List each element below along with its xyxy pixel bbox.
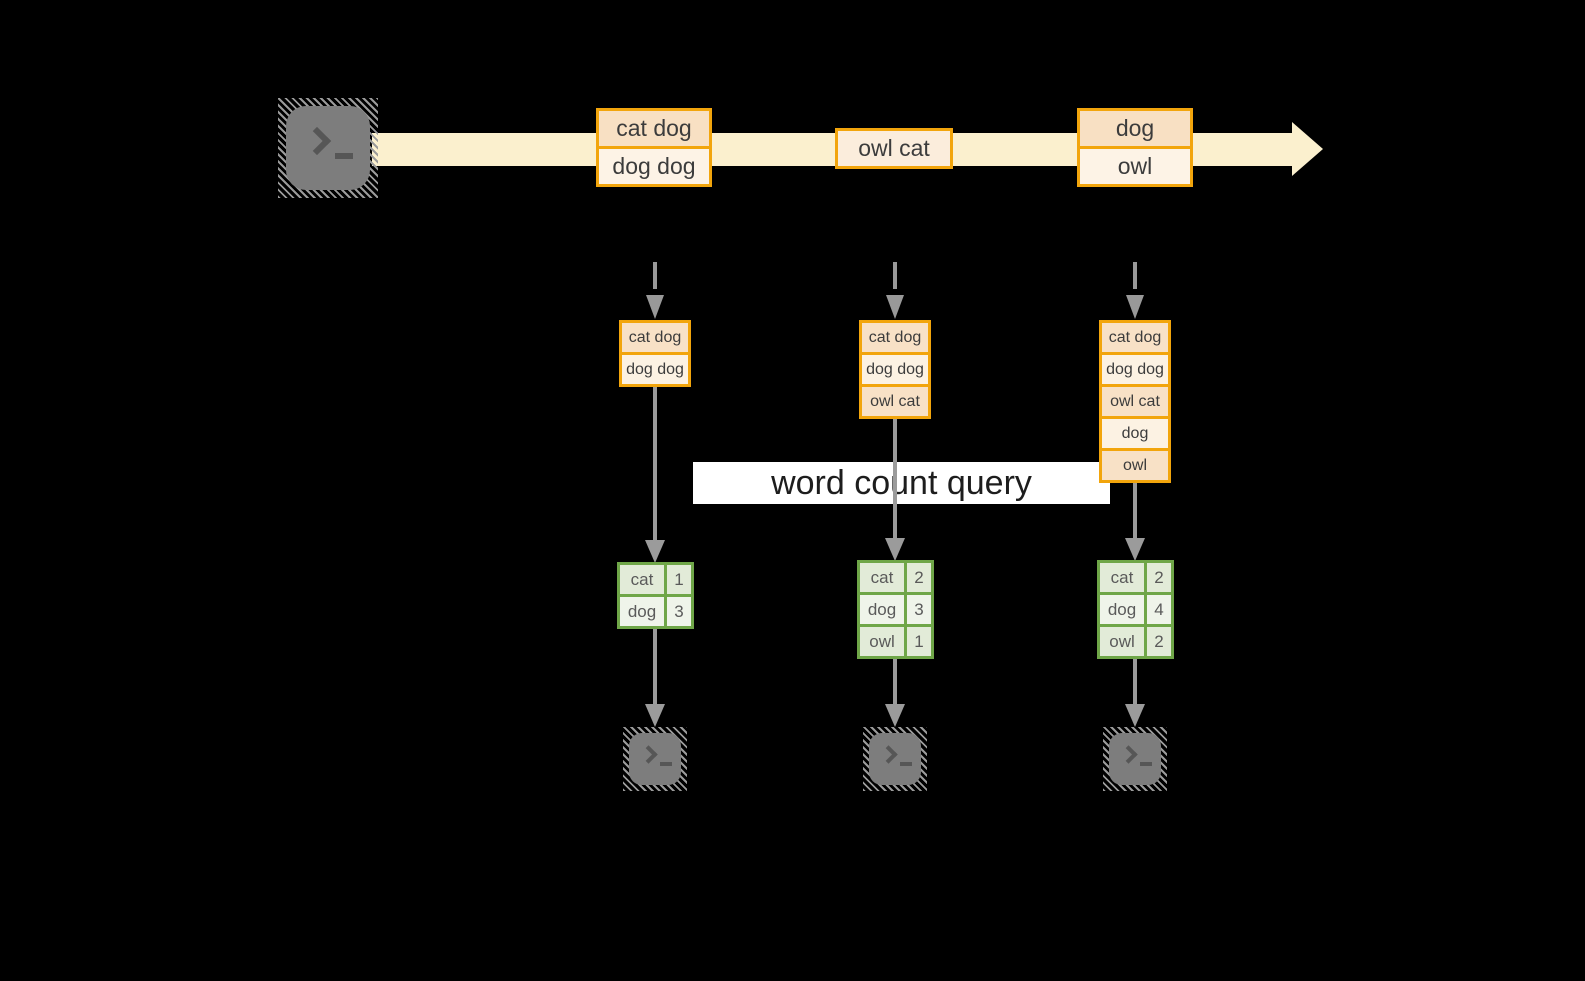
record-cell: owl cat — [862, 387, 928, 416]
record-cell: cat dog — [862, 323, 928, 352]
timeline-arrowhead-icon — [1292, 122, 1323, 176]
dashed-arrow-line — [1133, 262, 1137, 289]
event-cell: owl cat — [838, 131, 950, 166]
event-cell: dog dog — [599, 149, 709, 184]
record-stack: cat dog dog dog — [619, 320, 691, 387]
query-banner: word count query — [693, 462, 1110, 504]
count-value-cell: 1 — [907, 627, 931, 656]
flow-arrowhead-icon — [1125, 538, 1145, 561]
record-cell: owl cat — [1102, 387, 1168, 416]
flow-arrowhead-icon — [885, 538, 905, 561]
prompt-cursor-icon — [335, 153, 353, 159]
count-value-cell: 3 — [907, 595, 931, 624]
count-table: cat 2 dog 3 owl 1 — [857, 560, 934, 659]
record-cell: dog dog — [1102, 355, 1168, 384]
dashed-arrowhead-icon — [1126, 295, 1144, 319]
terminal-screen — [629, 733, 681, 785]
prompt-cursor-icon — [900, 762, 912, 766]
prompt-chevron-icon — [639, 745, 658, 764]
count-row: owl 2 — [1100, 627, 1171, 656]
count-word-cell: dog — [1100, 595, 1144, 624]
record-stack: cat dog dog dog owl cat — [859, 320, 931, 419]
count-value-cell: 3 — [667, 597, 691, 626]
timeline-event-box: dog owl — [1077, 108, 1193, 187]
count-value-cell: 4 — [1147, 595, 1171, 624]
terminal-screen — [869, 733, 921, 785]
count-word-cell: owl — [860, 627, 904, 656]
count-word-cell: owl — [1100, 627, 1144, 656]
record-cell: dog dog — [622, 355, 688, 384]
count-value-cell: 2 — [1147, 627, 1171, 656]
event-cell: owl — [1080, 149, 1190, 184]
flow-arrowhead-icon — [1125, 704, 1145, 727]
count-word-cell: dog — [620, 597, 664, 626]
count-word-cell: cat — [620, 565, 664, 594]
count-value-cell: 2 — [1147, 563, 1171, 592]
count-row: cat 1 — [620, 565, 691, 594]
count-value-cell: 2 — [907, 563, 931, 592]
record-cell: dog dog — [862, 355, 928, 384]
flow-arrowhead-icon — [645, 704, 665, 727]
terminal-icon — [623, 727, 687, 791]
count-table: cat 1 dog 3 — [617, 562, 694, 629]
timeline-event-box: cat dog dog dog — [596, 108, 712, 187]
prompt-chevron-icon — [302, 126, 332, 156]
terminal-icon — [1103, 727, 1167, 791]
dashed-arrow-line — [893, 262, 897, 289]
dashed-arrowhead-icon — [646, 295, 664, 319]
flow-arrow-line — [1133, 658, 1137, 704]
flow-arrow-line — [893, 418, 897, 538]
terminal-icon — [278, 98, 378, 198]
prompt-chevron-icon — [1119, 745, 1138, 764]
dashed-arrow-line — [653, 262, 657, 289]
terminal-icon — [863, 727, 927, 791]
count-row: cat 2 — [1100, 563, 1171, 592]
flow-arrow-line — [653, 385, 657, 540]
record-cell: cat dog — [622, 323, 688, 352]
count-row: cat 2 — [860, 563, 931, 592]
count-row: owl 1 — [860, 627, 931, 656]
flow-arrow-line — [1133, 482, 1137, 538]
event-cell: cat dog — [599, 111, 709, 146]
count-row: dog 3 — [860, 595, 931, 624]
record-cell: cat dog — [1102, 323, 1168, 352]
record-stack: cat dog dog dog owl cat dog owl — [1099, 320, 1171, 483]
record-cell: dog — [1102, 419, 1168, 448]
count-word-cell: dog — [860, 595, 904, 624]
count-row: dog 3 — [620, 597, 691, 626]
prompt-cursor-icon — [1140, 762, 1152, 766]
prompt-cursor-icon — [660, 762, 672, 766]
count-value-cell: 1 — [667, 565, 691, 594]
terminal-screen — [286, 106, 370, 190]
flow-arrowhead-icon — [885, 704, 905, 727]
flow-arrow-line — [653, 628, 657, 704]
count-row: dog 4 — [1100, 595, 1171, 624]
count-word-cell: cat — [860, 563, 904, 592]
prompt-chevron-icon — [879, 745, 898, 764]
flow-arrowhead-icon — [645, 540, 665, 563]
event-cell: dog — [1080, 111, 1190, 146]
count-table: cat 2 dog 4 owl 2 — [1097, 560, 1174, 659]
dashed-arrowhead-icon — [886, 295, 904, 319]
timeline-event-box: owl cat — [835, 128, 953, 169]
terminal-screen — [1109, 733, 1161, 785]
record-cell: owl — [1102, 451, 1168, 480]
flow-arrow-line — [893, 658, 897, 704]
count-word-cell: cat — [1100, 563, 1144, 592]
